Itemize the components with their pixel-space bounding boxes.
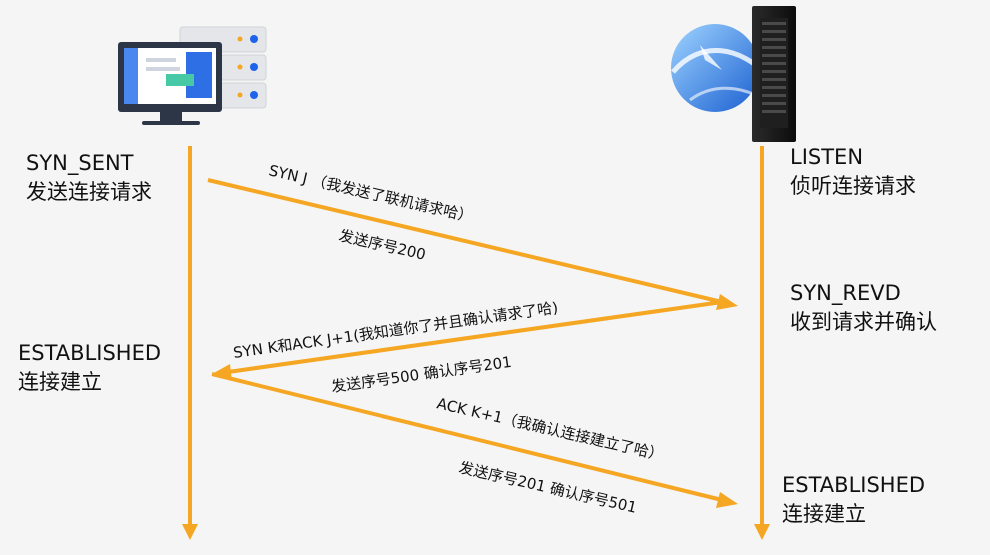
ack-arrow [211, 372, 738, 508]
server-timeline [754, 146, 770, 540]
server-state-syn-revd: SYN_REVD [790, 281, 901, 306]
server-state-established-desc: 连接建立 [782, 502, 866, 526]
client-timeline [182, 146, 198, 540]
desktop-computer-icon [118, 26, 267, 125]
syn-arrow [207, 178, 738, 310]
client-state-syn-sent-desc: 发送连接请求 [26, 180, 152, 204]
client-state-established-desc: 连接建立 [18, 370, 102, 394]
server-state-syn-revd-desc: 收到请求并确认 [790, 310, 937, 334]
syn-seq-label: 发送序号200 [337, 226, 427, 263]
server-state-listen: LISTEN [790, 145, 863, 169]
server-state-listen-desc: 侦听连接请求 [790, 174, 916, 198]
client-state-syn-sent: SYN_SENT [26, 151, 134, 176]
ack-seq-label: 发送序号201 确认序号501 [457, 458, 638, 516]
globe-server-icon [671, 6, 796, 142]
server-state-established: ESTABLISHED [782, 473, 925, 497]
ack-message-label: ACK K+1（我确认连接建立了哈） [435, 394, 665, 464]
client-state-established: ESTABLISHED [18, 341, 161, 365]
syn-message-label: SYN J （我发送了联机请求哈） [267, 161, 475, 226]
syn-ack-seq-label: 发送序号500 确认序号201 [330, 353, 513, 396]
